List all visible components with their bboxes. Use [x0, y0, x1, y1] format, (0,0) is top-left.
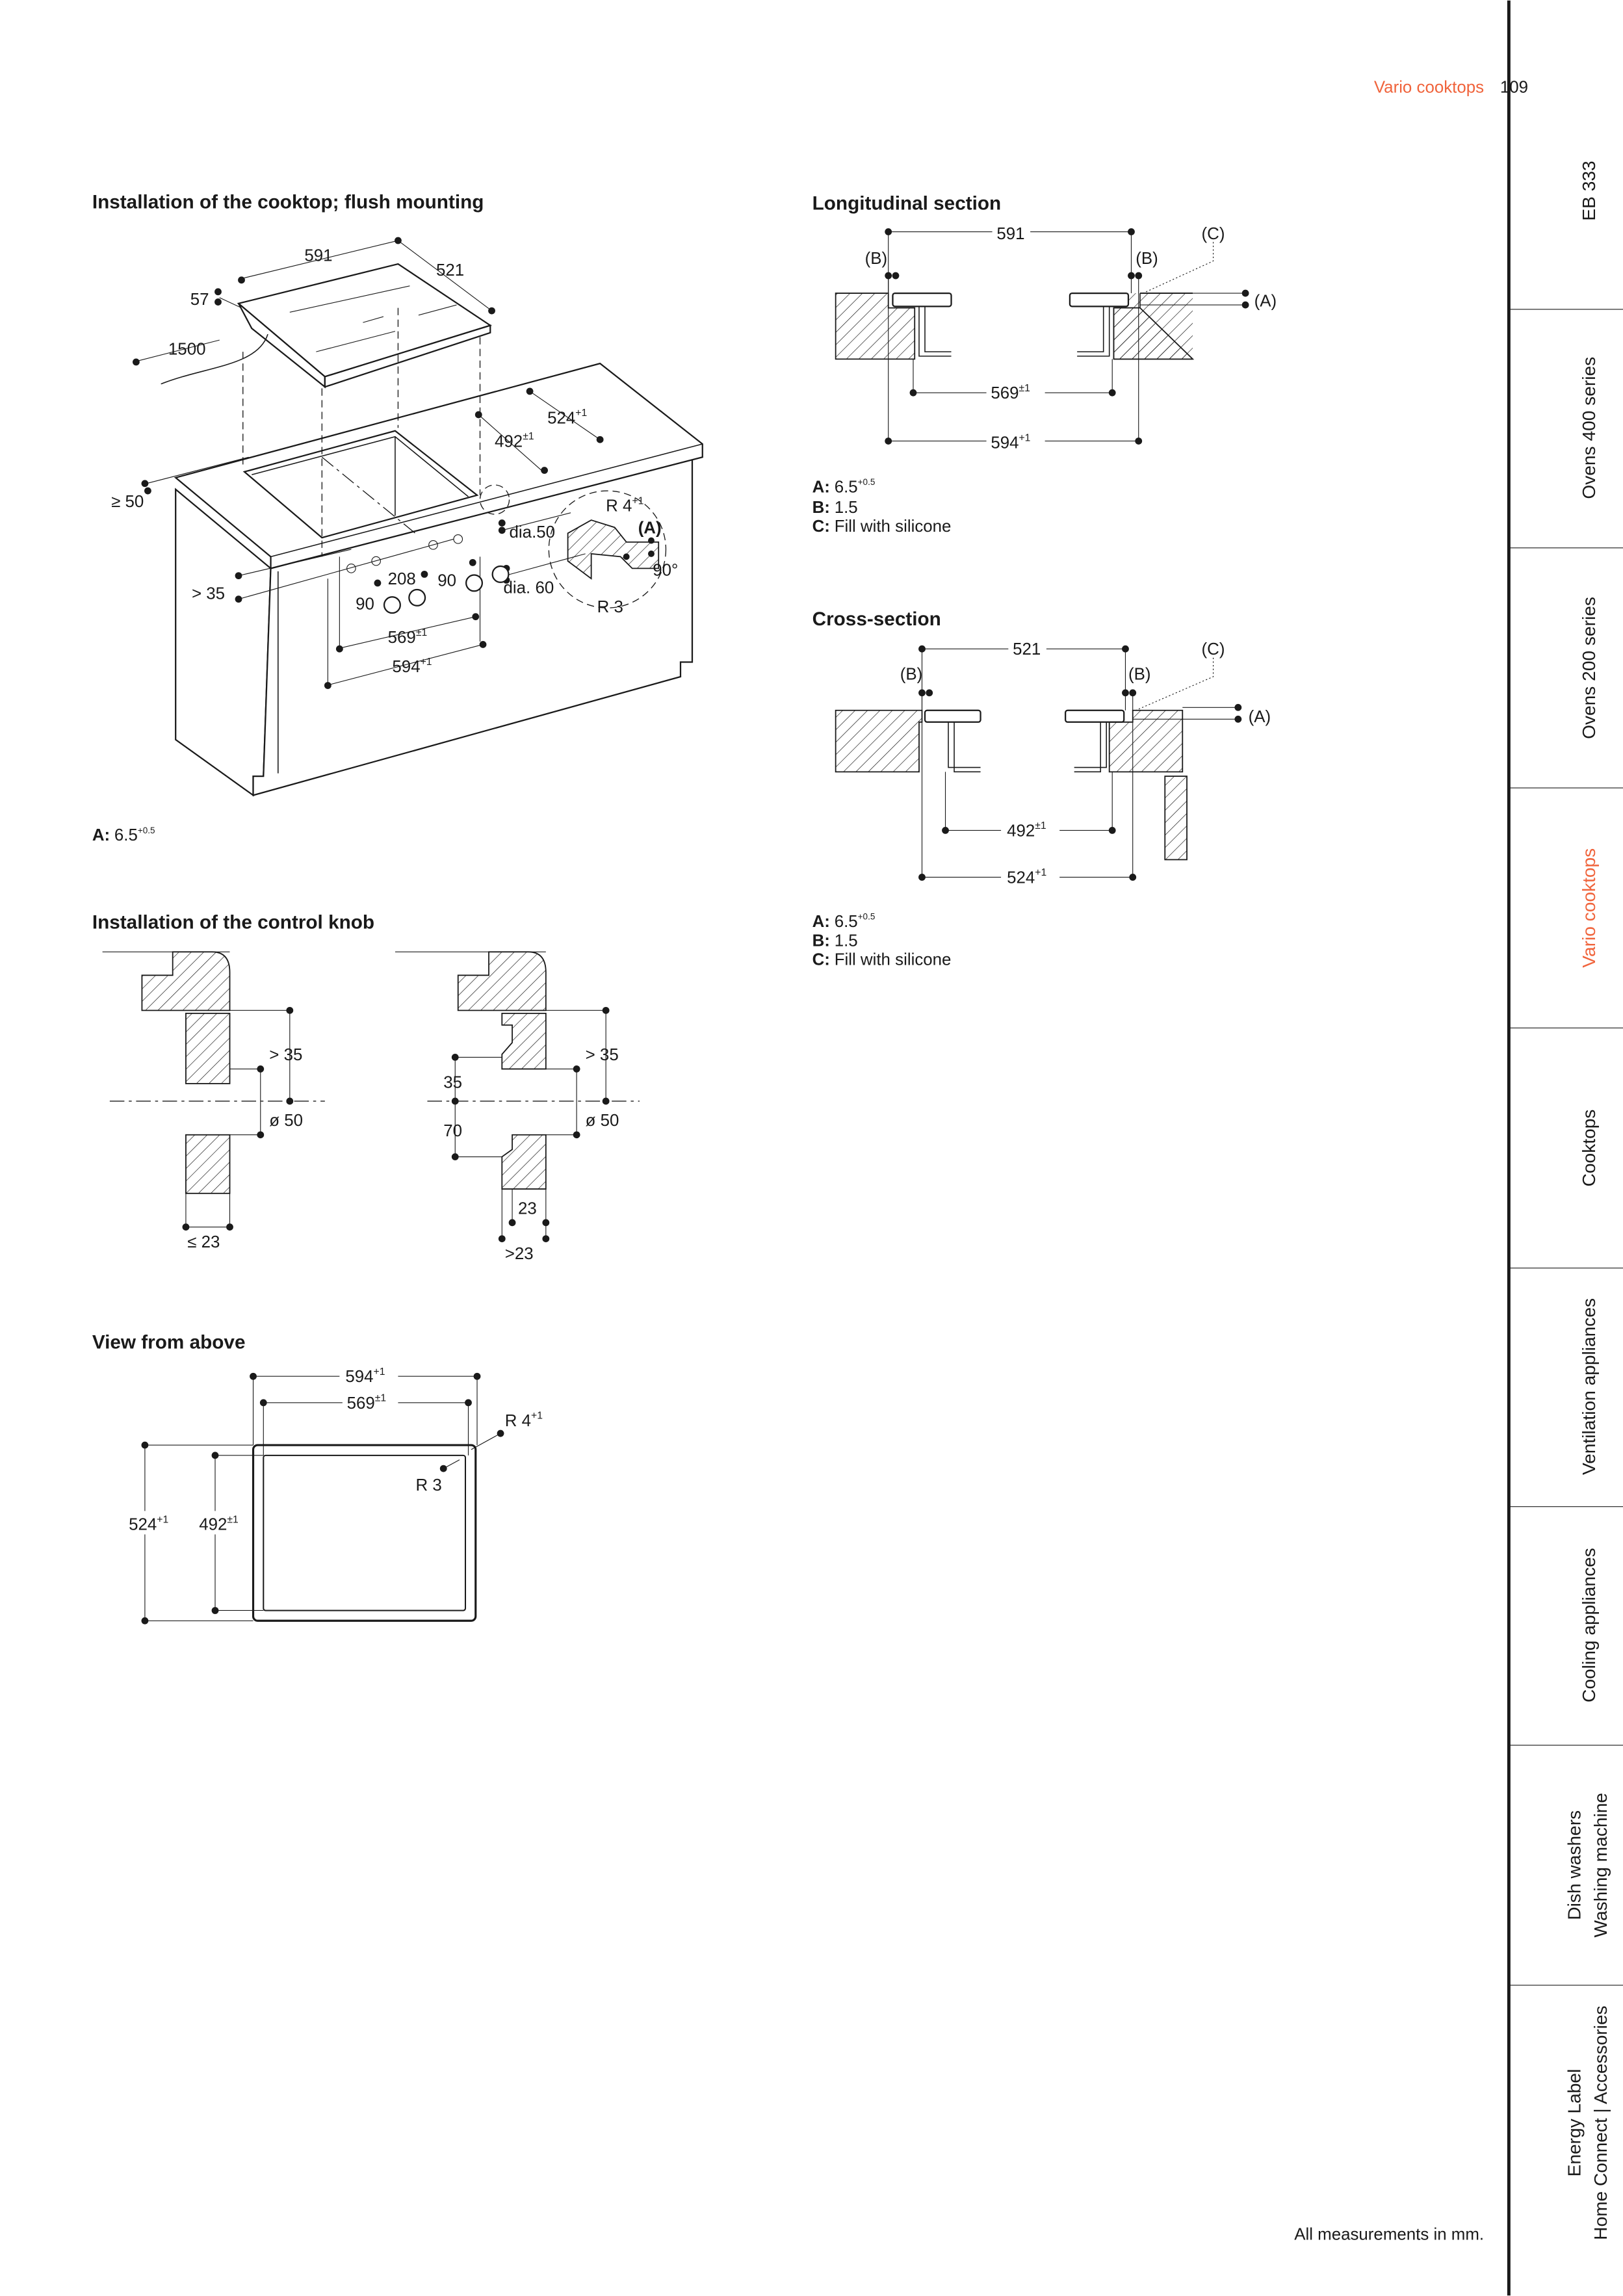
svg-text:A:6.5+0.5: A:6.5+0.5 [812, 912, 876, 931]
sidebar-item-ovens-200[interactable]: Ovens 200 series [1579, 597, 1599, 739]
dim-height: 57 [190, 291, 209, 309]
dim-width: 591 [996, 225, 1024, 243]
cross-section-diagram: Cross-section 521 (B) (B) (C) (A) 492±1 … [812, 608, 1271, 969]
dim-gt35: > 35 [586, 1046, 619, 1064]
sidebar-separators [1509, 309, 1623, 1986]
label-a: (A) [1254, 292, 1277, 310]
section-heading: View from above [92, 1331, 246, 1353]
detail-circle [548, 490, 667, 608]
dim-knob-spacing: 208 [388, 570, 416, 588]
dim-cable: 1500 [168, 341, 206, 359]
detail-radius-outer: R 4+1 [606, 495, 643, 515]
svg-text:C:Fill with silicone: C:Fill with silicone [812, 517, 952, 536]
dim-outer-width: 594+1 [991, 432, 1030, 452]
sidebar-item-ventilation[interactable]: Ventilation appliances [1579, 1298, 1599, 1475]
sidebar-item-vario-cooktops[interactable]: Vario cooktops [1579, 848, 1599, 968]
label-b-right: (B) [1136, 250, 1158, 268]
longitudinal-section-diagram: Longitudinal section 591 (B) (B) (C) (A)… [812, 193, 1277, 536]
section-heading: Installation of the control knob [92, 911, 374, 933]
dim-width: 591 [304, 247, 332, 265]
dim-inner-width: 569±1 [991, 383, 1030, 402]
dim-inner-depth: 492±1 [1007, 820, 1046, 840]
dim-depth: 521 [436, 261, 464, 280]
dim-width: 521 [1013, 640, 1041, 659]
dim-dia-50: dia.50 [510, 523, 556, 541]
dim-23: 23 [518, 1199, 537, 1218]
detail-label-a: (A) [638, 519, 662, 537]
footer-note: All measurements in mm. [1294, 2226, 1484, 2244]
dim-cutout-outer-width: 594+1 [392, 657, 432, 676]
svg-text:B:1.5: B:1.5 [812, 932, 858, 950]
dim-dia-60: dia. 60 [504, 579, 554, 597]
dim-cutout-inner-depth: 492±1 [495, 431, 534, 450]
dim-inner-width: 569±1 [347, 1393, 387, 1413]
sidebar-item-eb333[interactable]: EB 333 [1579, 161, 1599, 220]
section-heading: Cross-section [812, 608, 941, 630]
detail-radius-inner: R 3 [597, 598, 623, 616]
dim-radius-outer: R 4+1 [505, 1411, 543, 1430]
knob-right: > 35 35 70 ø 50 23 >23 [395, 951, 640, 1263]
section-heading: Longitudinal section [812, 193, 1002, 215]
sidebar-item-label2: Home Connect | Accessories [1591, 2005, 1611, 2240]
sidebar-item-label2: Washing machine [1591, 1793, 1611, 1938]
sidebar-item-energy-label[interactable]: Energy Label Home Connect | Accessories [1565, 2005, 1611, 2240]
sidebar-item-ovens-400[interactable]: Ovens 400 series [1579, 357, 1599, 499]
page-header: Vario cooktops 109 [1374, 79, 1528, 97]
label-a: (A) [1249, 708, 1271, 726]
dim-dia50: ø 50 [586, 1112, 619, 1130]
dim-35: 35 [443, 1074, 462, 1092]
section-title: Vario cooktops [1374, 79, 1484, 97]
dim-knob-pitch-a: 90 [356, 595, 374, 613]
dimension-labels: 591 521 57 1500 524+1 492±1 ≥ 50 > 35 20… [111, 247, 678, 677]
flush-mounting-diagram: Installation of the cooktop; flush mount… [92, 191, 703, 844]
sidebar-nav: EB 333 Ovens 400 series Ovens 200 series… [1507, 0, 1623, 2296]
detail-angle: 90° [653, 562, 678, 580]
cutout-inner [263, 1454, 467, 1611]
sidebar-item-label: Dish washers [1565, 1810, 1585, 1920]
sidebar-item-cooling[interactable]: Cooling appliances [1579, 1548, 1599, 1702]
dim-outer-width: 594+1 [345, 1366, 385, 1386]
cooktop-drawing [161, 263, 492, 389]
page-number: 109 [1500, 79, 1528, 97]
label-b-left: (B) [865, 250, 888, 268]
section-heading: Installation of the cooktop; flush mount… [92, 191, 484, 213]
detail-section [567, 519, 660, 580]
projection-lines [242, 307, 481, 557]
dim-cutout-inner-width: 569±1 [388, 627, 428, 647]
legend: A:6.5+0.5 B:1.5 C:Fill with silicone [812, 912, 952, 969]
flush-note: A:6.5+0.5 [92, 826, 155, 844]
svg-text:B:1.5: B:1.5 [812, 499, 858, 517]
dim-gt23: >23 [505, 1245, 534, 1263]
svg-text:A:6.5+0.5: A:6.5+0.5 [812, 477, 876, 496]
dim-front-distance: ≥ 50 [111, 493, 144, 511]
dim-le23: ≤ 23 [187, 1233, 220, 1251]
dim-outer-depth: 524+1 [1007, 867, 1046, 887]
label-c: (C) [1202, 225, 1225, 243]
sidebar-item-cooktops[interactable]: Cooktops [1579, 1110, 1599, 1187]
legend: A:6.5+0.5 B:1.5 C:Fill with silicone [812, 477, 952, 536]
label-b-left: (B) [900, 665, 923, 683]
svg-text:C:Fill with silicone: C:Fill with silicone [812, 951, 952, 969]
label-b-right: (B) [1128, 665, 1150, 683]
cutout-outer [252, 1444, 477, 1622]
dim-gt35: > 35 [269, 1046, 302, 1064]
dim-outer-depth: 524+1 [129, 1514, 168, 1533]
dim-knob-pitch-b: 90 [437, 571, 456, 590]
dim-dia50: ø 50 [269, 1112, 303, 1130]
dim-70: 70 [443, 1122, 462, 1140]
dim-cutout-outer-depth: 524+1 [547, 408, 587, 427]
sidebar-item-dishwashers[interactable]: Dish washers Washing machine [1565, 1793, 1611, 1938]
dimension-lines [138, 240, 601, 686]
view-from-above-diagram: View from above 594+1 569±1 R 4+1 R 3 52… [92, 1331, 543, 1624]
control-knob-diagram: Installation of the control knob > 35 ø … [92, 911, 640, 1263]
knob-left: > 35 ø 50 ≤ 23 [102, 951, 325, 1251]
dim-radius-inner: R 3 [415, 1476, 441, 1494]
sidebar-item-label: Energy Label [1565, 2069, 1585, 2177]
label-c: (C) [1202, 640, 1225, 659]
detail-marker [479, 484, 510, 515]
dim-inner-depth: 492±1 [199, 1514, 239, 1533]
control-knobs [346, 534, 510, 614]
dim-knob-top: > 35 [192, 585, 225, 603]
